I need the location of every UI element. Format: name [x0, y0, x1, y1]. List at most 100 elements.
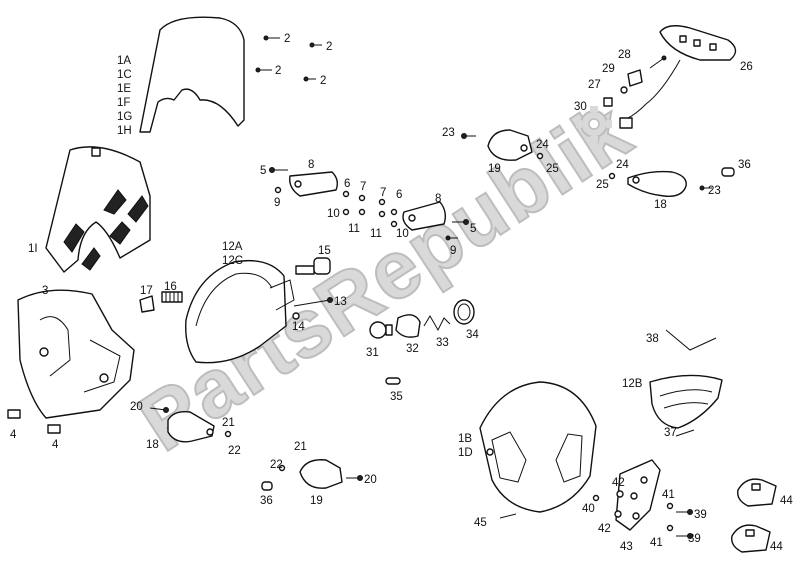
rear-cover-12b: [649, 374, 723, 429]
label-22: 22: [270, 459, 283, 471]
label-25: 25: [596, 179, 609, 191]
label-18: 18: [654, 199, 667, 211]
label-11: 11: [348, 223, 360, 235]
handlebar-switch-44-upper: [737, 478, 777, 507]
label-19: 19: [488, 163, 501, 175]
label-10: 10: [327, 208, 340, 220]
label-1d: 1D: [458, 447, 473, 459]
label-37: 37: [664, 427, 677, 439]
label-36: 36: [738, 159, 751, 171]
label-41: 41: [650, 537, 663, 549]
headlight-fairing-1b: [479, 381, 597, 519]
mounting-bracket-8-right: [402, 201, 447, 231]
label-19: 19: [310, 495, 323, 507]
label-12a: 12A: [222, 241, 243, 253]
label-9: 9: [274, 197, 280, 209]
indicator-19-upper: [461, 129, 544, 161]
label-1h: 1H: [117, 125, 132, 137]
label-41: 41: [662, 489, 675, 501]
mounting-bracket-8-left: [289, 171, 339, 197]
label-1c: 1C: [117, 69, 132, 81]
watermark-gear-icon: [576, 106, 612, 142]
pin-37: [675, 429, 695, 437]
indicator-19-lower: [261, 459, 363, 491]
label-5: 5: [260, 165, 266, 177]
windscreen-1i: [45, 146, 151, 273]
callout-labels: 1A 1C 1E 1F 1G 1H 1I 2 2 2 2 3 4 4 5 5 6…: [10, 33, 793, 553]
label-2: 2: [284, 33, 290, 45]
label-44: 44: [780, 495, 793, 507]
label-15: 15: [318, 245, 331, 257]
label-4: 4: [10, 429, 17, 441]
label-20: 20: [364, 474, 377, 486]
indicator-18-right: [608, 167, 735, 197]
label-36: 36: [260, 495, 273, 507]
handlebar-switch-44-lower: [731, 524, 771, 553]
screw-2-set: [255, 35, 322, 82]
label-1a: 1A: [117, 55, 131, 67]
label-22: 22: [228, 445, 241, 457]
label-43: 43: [620, 541, 633, 553]
label-12c: 12C: [222, 255, 243, 267]
label-25: 25: [546, 163, 559, 175]
label-42: 42: [612, 477, 625, 489]
label-17: 17: [140, 285, 153, 297]
label-5: 5: [470, 223, 476, 235]
label-6: 6: [396, 189, 402, 201]
spring-16-clip-17: [139, 291, 183, 313]
label-30: 30: [574, 101, 587, 113]
screw-13-14: [292, 297, 333, 320]
label-14: 14: [292, 321, 305, 333]
label-2: 2: [320, 75, 326, 87]
label-39: 39: [694, 509, 707, 521]
label-24: 24: [616, 159, 629, 171]
label-1e: 1E: [117, 83, 131, 95]
label-20: 20: [130, 401, 143, 413]
label-7: 7: [380, 187, 386, 199]
label-21: 21: [222, 417, 235, 429]
nut-4-set: [7, 409, 61, 434]
bulb-socket-group: [369, 299, 475, 385]
tail-light-26: [619, 25, 737, 129]
label-1i: 1I: [28, 243, 38, 255]
label-44: 44: [770, 541, 783, 553]
label-8: 8: [435, 193, 441, 205]
front-mudguard-3: [17, 289, 135, 419]
label-1f: 1F: [117, 97, 130, 109]
tail-light-fasteners: [603, 55, 667, 107]
label-45: 45: [474, 517, 487, 529]
label-18: 18: [146, 439, 159, 451]
label-16: 16: [164, 281, 177, 293]
label-23: 23: [708, 185, 721, 197]
label-39: 39: [688, 533, 701, 545]
mounting-plate-43: [615, 459, 661, 531]
label-38: 38: [646, 333, 659, 345]
label-11: 11: [370, 228, 382, 240]
label-35: 35: [390, 391, 403, 403]
label-27: 27: [588, 79, 601, 91]
fastener-set: [269, 167, 469, 241]
label-10: 10: [396, 228, 409, 240]
label-33: 33: [436, 337, 449, 349]
label-21: 21: [294, 441, 307, 453]
label-32: 32: [406, 343, 419, 355]
label-23: 23: [442, 127, 455, 139]
label-24: 24: [536, 139, 549, 151]
label-4: 4: [52, 439, 59, 451]
indicator-18-left: [149, 407, 232, 443]
label-29: 29: [602, 63, 615, 75]
label-2: 2: [326, 41, 332, 53]
label-8: 8: [308, 159, 314, 171]
label-34: 34: [466, 329, 479, 341]
label-3: 3: [42, 285, 48, 297]
label-9: 9: [450, 245, 456, 257]
label-13: 13: [334, 296, 347, 308]
label-1g: 1G: [117, 111, 132, 123]
label-26: 26: [740, 61, 753, 73]
label-2: 2: [275, 65, 281, 77]
label-6: 6: [344, 178, 350, 190]
bracket-fastener-set: [592, 490, 693, 539]
label-28: 28: [618, 49, 631, 61]
